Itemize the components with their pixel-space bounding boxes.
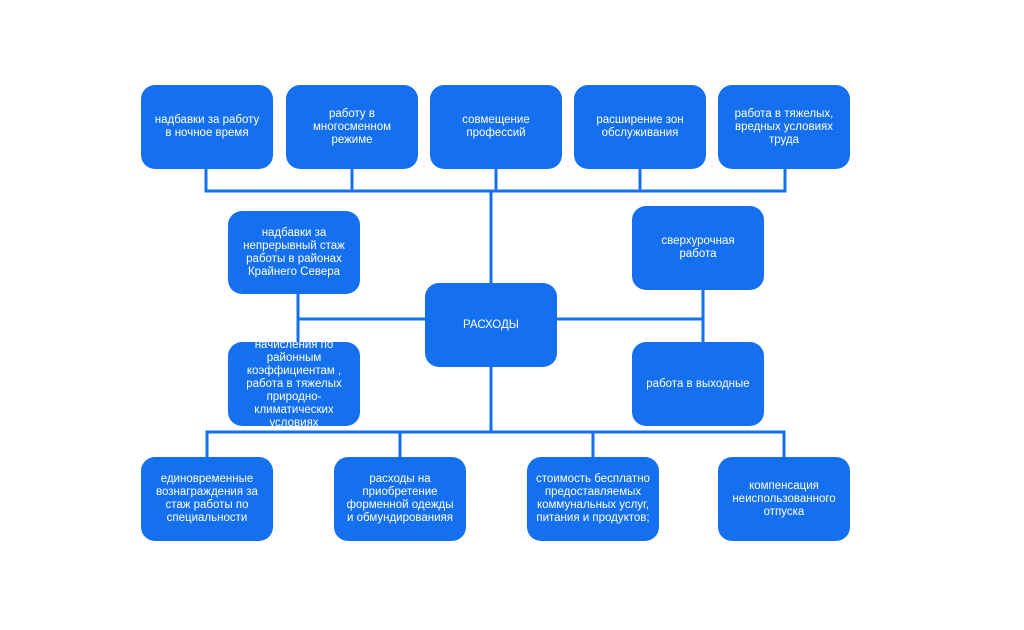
node-hazardous-conditions: работа в тяжелых, вредных условиях труда xyxy=(718,85,850,169)
node-center-expenses: РАСХОДЫ xyxy=(425,283,557,367)
node-label: расширение зон обслуживания xyxy=(596,114,684,139)
node-overtime-work: сверхурочная работа xyxy=(632,206,764,290)
node-label: работа в выходные xyxy=(646,377,750,390)
node-label: надбавки за работу в ночное время xyxy=(154,114,260,139)
node-label: совмещение профессий xyxy=(462,114,530,139)
node-label: надбавки за непрерывный стаж работы в ра… xyxy=(243,226,345,278)
node-label: работа в тяжелых, вредных условиях труда xyxy=(734,107,834,146)
node-multishift-work: работу в многосменном режиме xyxy=(286,85,418,169)
node-label: сверхурочная работа xyxy=(661,235,735,260)
node-one-time-rewards: единовременные вознаграждения за стаж ра… xyxy=(141,457,273,541)
node-night-work: надбавки за работу в ночное время xyxy=(141,85,273,169)
node-weekend-work: работа в выходные xyxy=(632,342,764,426)
node-label: работу в многосменном режиме xyxy=(312,107,392,146)
node-free-utilities: стоимость бесплатно предоставляемых комм… xyxy=(527,457,659,541)
node-regional-coefficients: начисления по районным коэффициентам , р… xyxy=(228,339,360,429)
node-north-seniority-bonus: надбавки за непрерывный стаж работы в ра… xyxy=(228,211,360,294)
node-combined-professions: совмещение профессий xyxy=(430,85,562,169)
node-label: стоимость бесплатно предоставляемых комм… xyxy=(536,473,650,524)
node-service-zone-expansion: расширение зон обслуживания xyxy=(574,85,706,169)
node-label: начисления по районным коэффициентам , р… xyxy=(246,338,342,429)
node-label: расходы на приобретение форменной одежды… xyxy=(346,473,454,524)
center-label: РАСХОДЫ xyxy=(463,318,519,331)
node-unused-vacation-compensation: компенсация неиспользованного отпуска xyxy=(718,457,850,541)
node-uniform-expenses: расходы на приобретение форменной одежды… xyxy=(334,457,466,541)
node-label: компенсация неиспользованного отпуска xyxy=(732,479,836,518)
node-label: единовременные вознаграждения за стаж ра… xyxy=(156,473,258,524)
